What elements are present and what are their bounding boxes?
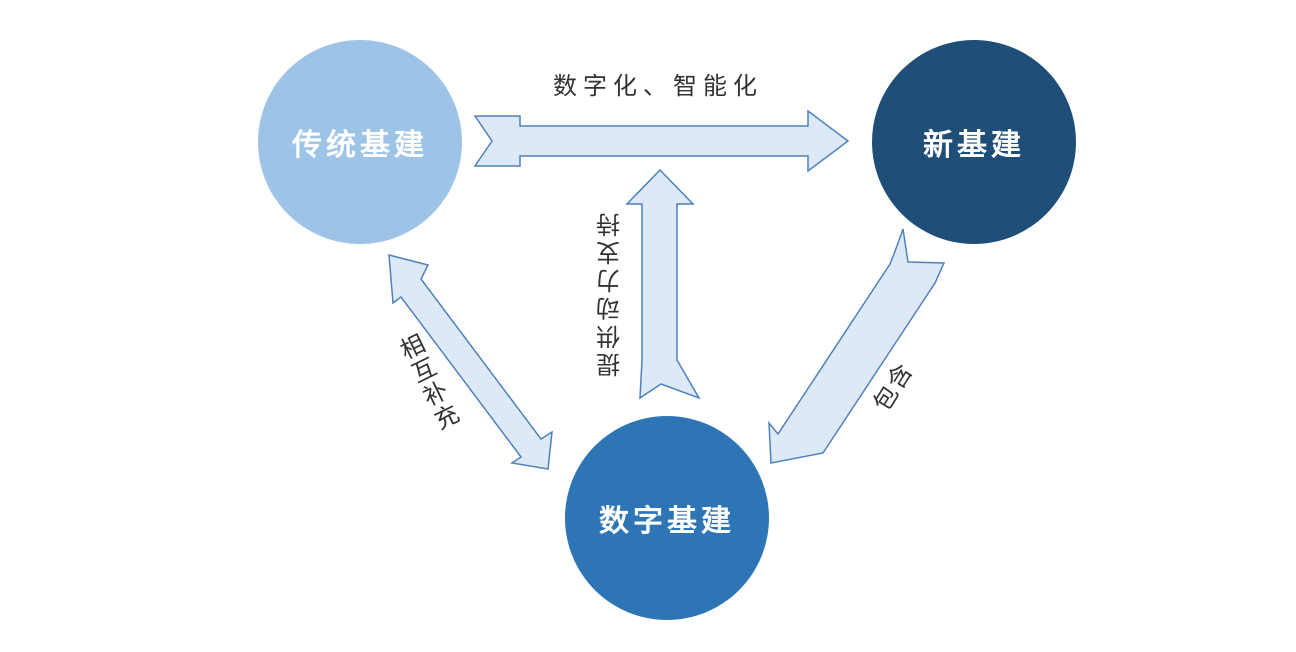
node-new-label: 新基建 [923, 128, 1025, 163]
node-traditional-label: 传统基建 [292, 128, 428, 163]
arrow-digital-support [625, 168, 701, 400]
edge-label-support: 提供动力支持 [596, 209, 625, 377]
node-digital-label: 数字基建 [599, 504, 735, 539]
arrow-traditional-to-new [473, 109, 850, 173]
arrow-mutual [388, 254, 553, 470]
node-traditional-infrastructure: 传统基建 [258, 40, 462, 244]
edge-label-digitization: 数字化、智能化 [553, 72, 763, 100]
node-new-infrastructure: 新基建 [872, 40, 1076, 244]
arrow-contains [768, 228, 946, 464]
node-digital-infrastructure: 数字基建 [565, 416, 769, 620]
